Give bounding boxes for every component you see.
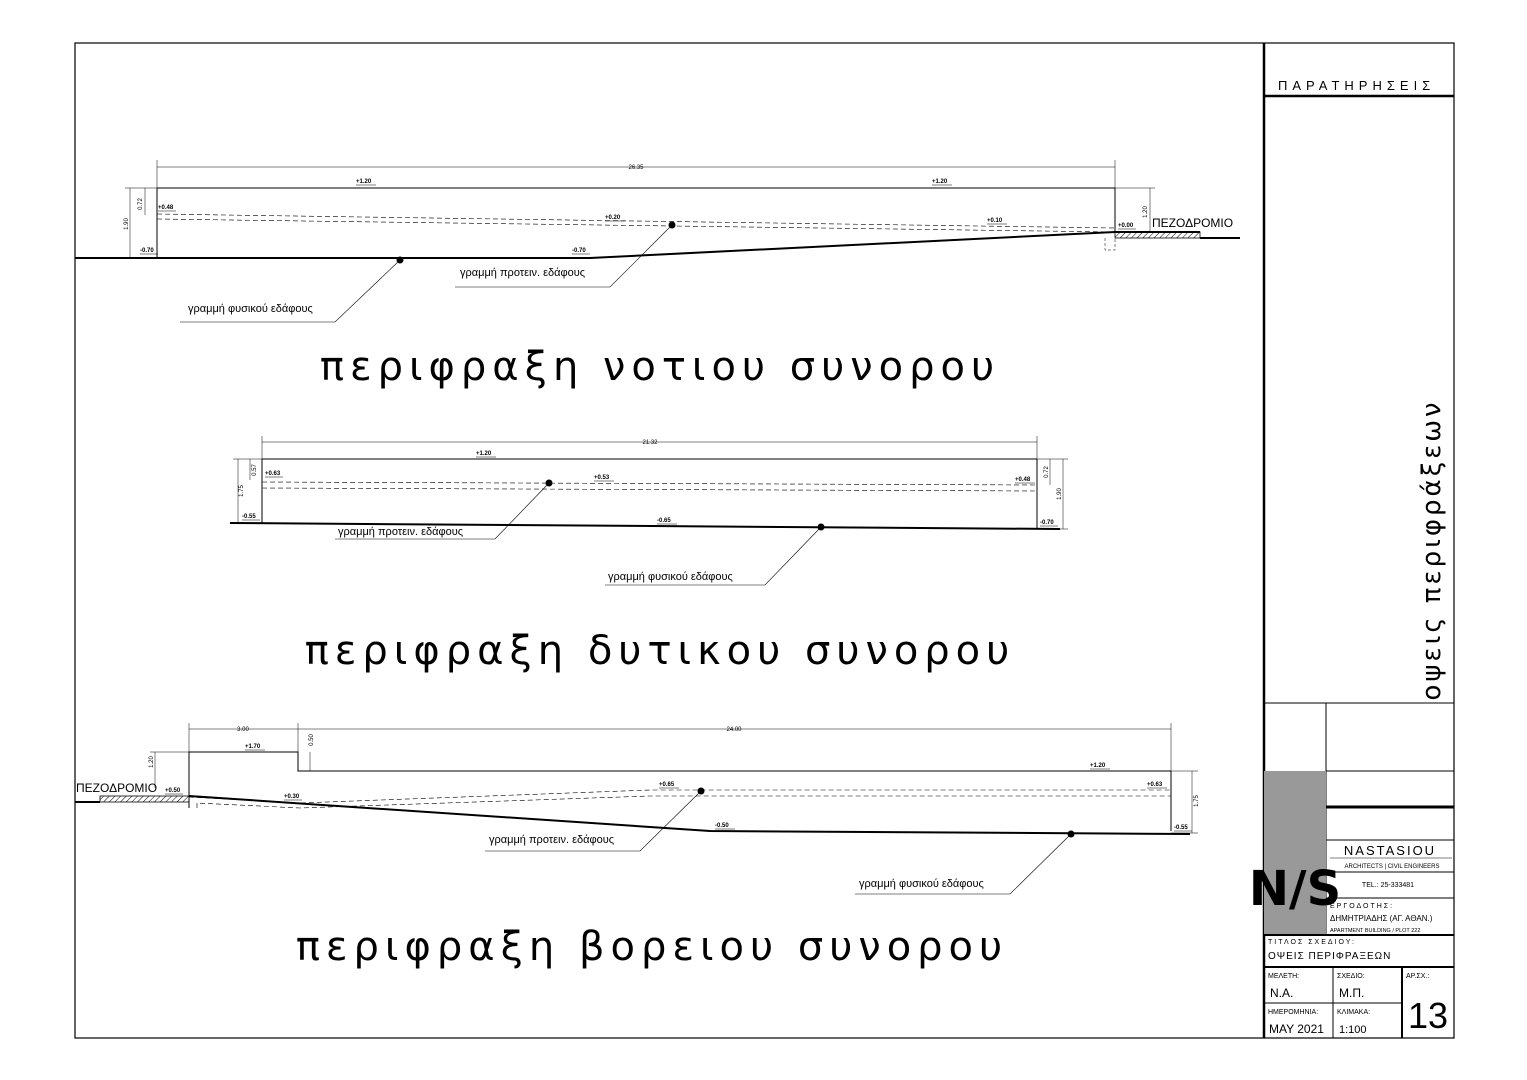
north-level-8: -0.55: [1174, 825, 1188, 831]
north-sidewalk-label: ΠΕΖΟΔΡΟΜΙΟ: [76, 781, 157, 795]
south-label-proposed: γραμμή προτειν. εδάφους: [460, 267, 585, 279]
drawing-title-label: ΤΙΤΛΟΣ ΣΧΕΔΙΟΥ:: [1268, 939, 1356, 946]
north-level-3: +0.50: [165, 788, 181, 794]
north-level-6: +0.63: [1147, 782, 1163, 788]
west-level-3: +0.53: [594, 475, 610, 481]
company-phone: ΤΕL.: 25-333481: [1362, 882, 1414, 889]
north-level-5: +0.65: [659, 782, 675, 788]
client-label: ΕΡΓΟΔΟΤΗΣ:: [1330, 903, 1394, 910]
project-name: APARTMENT BUILDING / PLOT 222: [1330, 928, 1420, 934]
south-label-natural: γραμμή φυσικού εδάφους: [188, 303, 313, 315]
west-dim-right-total: 1.90: [1057, 488, 1063, 500]
company-sub: ARCHITECTS | CIVIL ENGINEERS: [1344, 864, 1439, 870]
client-name: ΔΗΜΗΤΡΙΑΔΗΣ (ΑΓ. ΑΘΑΝ.): [1330, 914, 1433, 923]
south-dim-total: 26.35: [628, 165, 644, 171]
drawing-title: ΟΨΕΙΣ ΠΕΡΙΦΡΑΞΕΩΝ: [1268, 951, 1391, 962]
logo-icon: N/S: [1249, 861, 1341, 917]
west-dim-left-top: 0.57: [252, 464, 258, 476]
south-level-7: -0.70: [140, 248, 154, 254]
south-level-6: +0.00: [1118, 223, 1134, 229]
sheet-title-vertical: οψεις περιφράξεων: [1417, 399, 1447, 700]
north-dim-left: 1.20: [149, 756, 155, 768]
south-level-5: +0.10: [987, 218, 1003, 224]
south-level-4: +0.20: [605, 215, 621, 221]
north-dim-step: 0.50: [309, 734, 315, 746]
south-dim-right: 1.20: [1143, 206, 1149, 218]
north-title: περιφραξη βορειου συνορου: [296, 924, 1008, 970]
west-label-proposed: γραμμή προτειν. εδάφους: [338, 526, 463, 538]
west-dim-right-top: 0.72: [1044, 466, 1050, 478]
north-level-2: +1.20: [1090, 763, 1106, 769]
west-dim-total: 21.32: [642, 440, 658, 446]
south-sidewalk-hatch: [1114, 231, 1201, 239]
north-sidewalk-hatch: [99, 795, 190, 803]
west-dim-left-total: 1.75: [239, 485, 245, 497]
west-label-natural: γραμμή φυσικού εδάφους: [608, 571, 733, 583]
company-name: NASTASIOU: [1344, 843, 1436, 858]
south-sidewalk-label: ΠΕΖΟΔΡΟΜΙΟ: [1152, 216, 1233, 230]
south-elevation: 26.35 0.72 1.90 1.20 +1.20 +1.20 +0.48 +…: [75, 160, 1240, 390]
north-level-7: -0.50: [715, 823, 729, 829]
number-label: ΑΡ.ΣΧ.:: [1406, 973, 1429, 980]
north-label-natural: γραμμή φυσικού εδάφους: [859, 878, 984, 890]
study-label: ΜΕΛΕΤΗ:: [1268, 973, 1299, 980]
north-dim-b: 24.00: [726, 727, 742, 733]
south-dim-left-total: 1.90: [124, 218, 130, 230]
west-level-5: -0.55: [242, 514, 256, 520]
west-level-6: -0.65: [657, 518, 671, 524]
drawn-label: ΣΧΕΔΙΟ:: [1337, 973, 1365, 980]
south-title: περιφραξη νοτιου συνορου: [320, 344, 1000, 390]
south-level-2: +1.20: [932, 179, 948, 185]
north-level-1: +1.70: [245, 744, 261, 750]
west-level-4: +0.48: [1015, 477, 1031, 483]
west-level-7: -0.70: [1040, 520, 1054, 526]
south-level-1: +1.20: [356, 179, 372, 185]
scale-value: 1:100: [1339, 1024, 1367, 1036]
date-label: ΗΜΕΡΟΜΗΝΙΑ:: [1268, 1009, 1318, 1016]
west-title: περιφραξη δυτικου συνορου: [305, 628, 1016, 674]
study-value: Ν.Α.: [1270, 986, 1293, 1000]
south-level-3: +0.48: [158, 205, 174, 211]
title-block: ΠΑΡΑΤΗΡΗΣΕΙΣ οψεις περιφράξεων N/S NASTA…: [1249, 78, 1454, 1038]
date-value: ΜΑΥ 2021: [1269, 1022, 1324, 1036]
scale-label: ΚΛΙΜΑΚΑ:: [1337, 1009, 1370, 1016]
north-dim-a: 3.00: [237, 727, 249, 733]
drawn-value: Μ.Π.: [1339, 986, 1364, 1000]
west-elevation: 21.32 0.57 1.75 0.72 1.90 +1.20 +0.63 +0…: [229, 436, 1068, 674]
north-elevation: 3.00 24.00 0.50 1.20 1.75 ΠΕΖΟΔΡΟΜΙΟ +1.…: [75, 723, 1200, 970]
north-dim-right: 1.75: [1194, 795, 1200, 807]
south-dim-left-top: 0.72: [138, 198, 144, 210]
logo-panel: [1264, 771, 1326, 935]
west-level-2: +0.63: [265, 471, 281, 477]
south-level-8: -0.70: [572, 248, 586, 254]
west-level-1: +1.20: [476, 451, 492, 457]
north-label-proposed: γραμμή προτειν. εδάφους: [489, 834, 614, 846]
drawing-number: 13: [1408, 995, 1448, 1036]
north-level-4: +0.30: [284, 794, 300, 800]
sheet-border: [74, 42, 1455, 1039]
remarks-header: ΠΑΡΑΤΗΡΗΣΕΙΣ: [1278, 78, 1435, 93]
